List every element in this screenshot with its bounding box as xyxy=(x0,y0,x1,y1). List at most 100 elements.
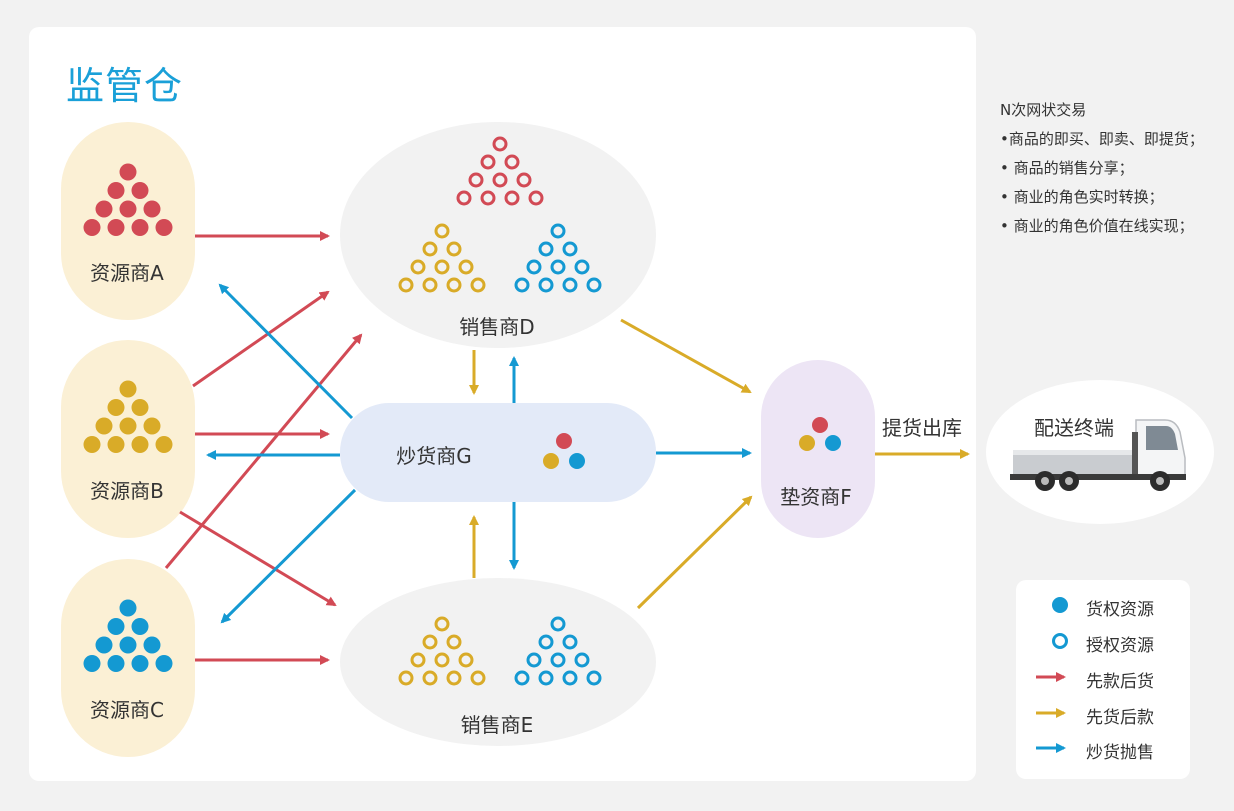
ring-dot xyxy=(526,259,542,275)
filled-dot xyxy=(119,380,137,398)
ring-dot xyxy=(550,652,566,668)
truck-icon xyxy=(1010,419,1186,491)
filled-dot xyxy=(83,655,101,672)
ring-dot xyxy=(422,670,438,686)
ring-dot xyxy=(586,277,602,293)
ring-dot xyxy=(480,190,496,206)
ring-dot xyxy=(410,652,426,668)
filled-dot xyxy=(155,219,173,236)
resource-a-dots xyxy=(83,163,173,236)
arrow-e-to-f xyxy=(636,495,753,610)
ring-dot xyxy=(446,634,462,650)
arrow-b-to-e xyxy=(179,510,337,607)
filled-dot xyxy=(143,636,161,654)
seller-d-label: 销售商D xyxy=(459,315,535,339)
resource-c-dots xyxy=(83,599,173,672)
filled-dot xyxy=(95,200,113,218)
legend-label-yellow: 先货后款 xyxy=(1086,708,1154,728)
ring-dot xyxy=(550,616,566,632)
notes-item: • 商品的销售分享； xyxy=(1000,159,1134,177)
filled-dot xyxy=(131,182,149,199)
filled-dot xyxy=(119,599,137,617)
filled-dot xyxy=(131,219,149,236)
trader-g-node xyxy=(340,403,656,502)
ring-dot xyxy=(492,136,508,152)
ring-dot xyxy=(538,634,554,650)
ring-dot xyxy=(470,670,486,686)
legend-label-ring: 授权资源 xyxy=(1086,636,1154,656)
pickup-edge-label: 提货出库 xyxy=(882,416,962,440)
filled-dot xyxy=(131,399,149,416)
notes-item: • 商业的角色价值在线实现； xyxy=(1000,217,1194,235)
filled-dot xyxy=(131,655,149,672)
trader-g-blue-dot xyxy=(569,453,585,469)
filled-dot xyxy=(107,399,125,416)
seller-e-blue-rings xyxy=(514,616,602,686)
financier-f-node xyxy=(761,360,875,538)
filled-dot xyxy=(143,417,161,435)
trader-g-red-dot xyxy=(556,433,572,449)
resource-c-label: 资源商C xyxy=(90,698,164,722)
ring-dot xyxy=(446,241,462,257)
ring-dot xyxy=(504,154,520,170)
filled-dot xyxy=(119,417,137,435)
filled-dot xyxy=(119,163,137,181)
notes-heading: N次网状交易 xyxy=(1000,101,1087,119)
ring-dot xyxy=(422,634,438,650)
ring-dot xyxy=(434,616,450,632)
ring-dot xyxy=(538,670,554,686)
seller-e-label: 销售商E xyxy=(460,713,534,737)
trader-g-yellow-dot xyxy=(543,453,559,469)
legend-label-red: 先款后货 xyxy=(1086,672,1154,692)
filled-dot xyxy=(155,655,173,672)
ring-dot xyxy=(574,652,590,668)
legend-label-blue: 炒货抛售 xyxy=(1086,743,1154,763)
ring-dot xyxy=(574,259,590,275)
ring-dot xyxy=(514,670,530,686)
legend-label-filled: 货权资源 xyxy=(1086,600,1154,620)
ring-dot xyxy=(562,241,578,257)
resource-c-node xyxy=(61,559,195,757)
resource-a-label: 资源商A xyxy=(90,261,164,285)
arrow-g-to-a xyxy=(218,283,354,420)
legend-ring-dot-icon xyxy=(1052,633,1068,649)
arrow-b-to-d xyxy=(192,290,330,388)
arrow-d-to-f xyxy=(620,318,752,394)
filled-dot xyxy=(83,219,101,236)
ring-dot xyxy=(398,277,414,293)
ring-dot xyxy=(458,259,474,275)
ring-dot xyxy=(434,259,450,275)
ring-dot xyxy=(526,652,542,668)
ring-dot xyxy=(398,670,414,686)
page-title: 监管仓 xyxy=(66,64,184,108)
seller-d-red-rings xyxy=(456,136,544,206)
ring-dot xyxy=(550,223,566,239)
filled-dot xyxy=(143,200,161,218)
ring-dot xyxy=(550,259,566,275)
filled-dot xyxy=(83,436,101,453)
notes-item: •商品的即买、即卖、即提货； xyxy=(1000,130,1204,148)
filled-dot xyxy=(119,200,137,218)
legend-panel xyxy=(1016,580,1190,779)
ring-dot xyxy=(514,277,530,293)
ring-dot xyxy=(562,670,578,686)
trader-g-label: 炒货商G xyxy=(396,444,472,468)
arrow-g-to-c xyxy=(220,488,357,624)
ring-dot xyxy=(446,670,462,686)
filled-dot xyxy=(107,655,125,672)
ring-dot xyxy=(562,277,578,293)
resource-b-label: 资源商B xyxy=(90,479,164,503)
ring-dot xyxy=(586,670,602,686)
resource-a-node xyxy=(61,122,195,320)
ring-dot xyxy=(410,259,426,275)
resource-b-dots xyxy=(83,380,173,453)
filled-dot xyxy=(155,436,173,453)
seller-d-yellow-rings xyxy=(398,223,486,293)
filled-dot xyxy=(95,636,113,654)
filled-dot xyxy=(107,219,125,236)
ring-dot xyxy=(470,277,486,293)
legend-filled-dot-icon xyxy=(1052,597,1068,613)
ring-dot xyxy=(468,172,484,188)
notes-block: N次网状交易 •商品的即买、即卖、即提货； • 商品的销售分享； • 商业的角色… xyxy=(1000,96,1230,241)
